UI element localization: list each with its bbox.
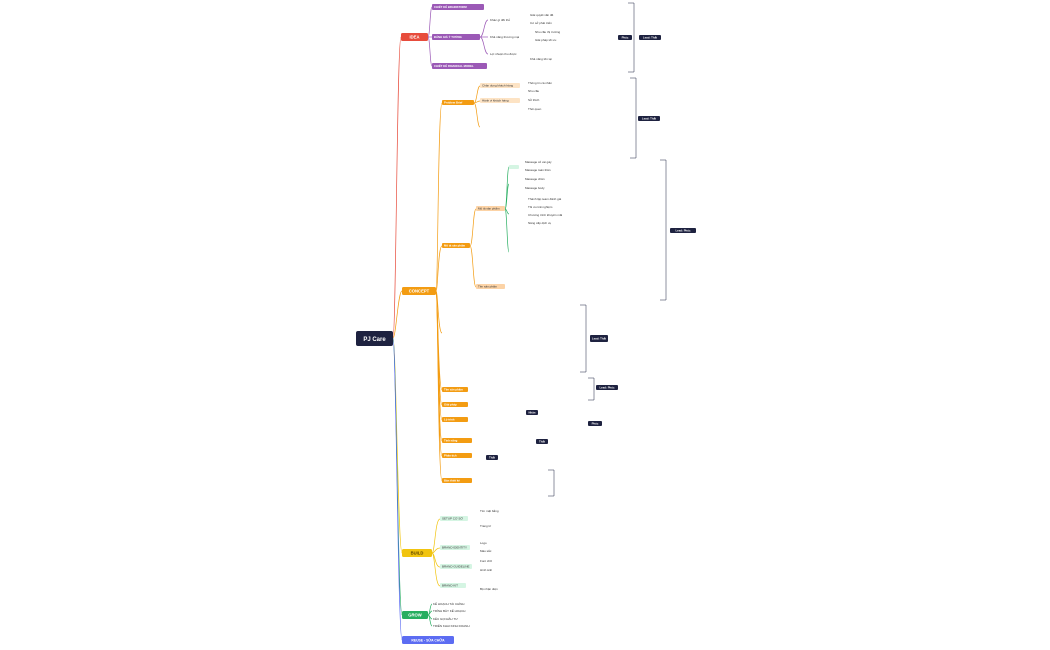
svg-text:Thói quen: Thói quen [528, 107, 542, 111]
svg-text:Bộ nhận diện: Bộ nhận diện [480, 587, 498, 591]
branch-build[interactable]: BUILD [402, 549, 432, 557]
svg-text:BRAND IDENTITY: BRAND IDENTITY [442, 546, 467, 550]
svg-text:Nhân: Nhân [529, 411, 536, 415]
svg-text:Bản thiết kế: Bản thiết kế [444, 479, 460, 483]
svg-text:Chương trình khuyến mãi: Chương trình khuyến mãi [528, 213, 562, 217]
svg-text:Khác gì đối thủ: Khác gì đối thủ [490, 18, 510, 22]
svg-text:Massage body: Massage body [525, 186, 545, 190]
svg-text:TRIỂN KHAI KINH DOANH: TRIỂN KHAI KINH DOANH [433, 623, 470, 628]
svg-text:KÊU GỌI ĐẦU TƯ: KÊU GỌI ĐẦU TƯ [433, 616, 458, 621]
idea-sub-brainstorm[interactable]: CHIẾT KẾ BRAINSTORM [432, 4, 484, 10]
idea-tags: Phúc Lead: Thắt [618, 2, 661, 73]
svg-text:CHIẾT KẾ BRAINSTORM: CHIẾT KẾ BRAINSTORM [434, 4, 467, 9]
svg-text:Lead: Thắt: Lead: Thắt [592, 336, 606, 341]
svg-text:TRÌNH BÀY KẾ HOẠCH: TRÌNH BÀY KẾ HOẠCH [433, 608, 465, 613]
svg-text:SETUP CƠ SỞ: SETUP CƠ SỞ [442, 516, 463, 521]
svg-text:Thông tin cá nhân: Thông tin cá nhân [528, 81, 552, 85]
svg-text:Lead: Phúc: Lead: Phúc [599, 386, 615, 390]
svg-text:Tên sản phẩm: Tên sản phẩm [444, 388, 463, 392]
idea-sub-evaluate[interactable]: ĐÁNH GIÁ Ý TƯỞNG [432, 34, 480, 40]
idea-items: Khác gì đối thủ Giải quyết vấn đề Cơ sở … [490, 13, 560, 61]
svg-text:Thành lập team đánh giá: Thành lập team đánh giá [528, 197, 562, 201]
svg-text:Phân tích: Phân tích [444, 454, 457, 458]
svg-text:Khả năng thương mại: Khả năng thương mại [490, 35, 519, 39]
svg-text:Sở thích: Sở thích [528, 98, 540, 102]
build-subs[interactable]: SETUP CƠ SỞ BRAND IDENTITY BRAND GUIDELI… [440, 516, 472, 588]
branch-concept-label: CONCEPT [409, 289, 430, 294]
svg-text:Problem Brief: Problem Brief [444, 101, 462, 105]
branch-reuse-label: REUSE - SỬA CHỮA [411, 638, 445, 643]
branch-concept[interactable]: CONCEPT [402, 287, 436, 295]
concept-details: Thông tin cá nhân Nhu cầu Sở thích Thói … [509, 81, 562, 225]
svg-text:BRAND GUIDELINE: BRAND GUIDELINE [442, 565, 470, 569]
concept-second-level[interactable]: Chân dung khách hàng Hành vi khách hàng … [476, 83, 520, 289]
svg-text:Tìm mặt bằng: Tìm mặt bằng [480, 508, 499, 513]
branch-idea[interactable]: IDEA [401, 33, 428, 41]
idea-sub-financial[interactable]: CHIẾT KẾ FINANCIAL MODEL [432, 63, 487, 69]
svg-text:Lộ trình: Lộ trình [444, 418, 455, 422]
branch-grow-label: GROW [408, 613, 422, 618]
svg-text:Font chữ: Font chữ [480, 559, 492, 563]
svg-text:Lead: Thắt: Lead: Thắt [642, 116, 656, 121]
svg-text:Tối ưu trải nghiệm: Tối ưu trải nghiệm [528, 205, 553, 209]
grow-items: KẾ HOẠCH TẢI CHÍNH TRÌNH BÀY KẾ HOẠCH KÊ… [433, 601, 470, 628]
svg-text:CHIẾT KẾ FINANCIAL MODEL: CHIẾT KẾ FINANCIAL MODEL [434, 63, 474, 68]
svg-text:Khả năng tồn tại: Khả năng tồn tại [530, 57, 552, 61]
svg-text:Tên sản phẩm: Tên sản phẩm [478, 285, 498, 289]
svg-text:Màu sắc: Màu sắc [480, 548, 492, 553]
svg-text:Giải quyết vấn đề: Giải quyết vấn đề [530, 13, 554, 17]
svg-text:Thắt: Thắt [539, 439, 545, 444]
root-node[interactable]: PJ Care [356, 331, 393, 346]
svg-text:Logo: Logo [480, 541, 487, 545]
svg-text:Trang trí: Trang trí [480, 524, 491, 528]
branch-reuse[interactable]: REUSE - SỬA CHỮA [402, 636, 454, 644]
svg-text:Mô tả sản phẩm: Mô tả sản phẩm [444, 244, 466, 248]
svg-text:Massage toàn thân: Massage toàn thân [525, 168, 551, 172]
svg-text:Thắt: Thắt [489, 455, 495, 460]
svg-text:Nâng cấp dịch vụ: Nâng cấp dịch vụ [528, 221, 552, 225]
branch-build-label: BUILD [411, 551, 424, 556]
branch-grow[interactable]: GROW [402, 611, 428, 619]
svg-text:ĐÁNH GIÁ Ý TƯỞNG: ĐÁNH GIÁ Ý TƯỞNG [434, 34, 462, 39]
svg-text:Phúc: Phúc [622, 36, 629, 40]
svg-text:Giải pháp: Giải pháp [444, 403, 457, 407]
root-label: PJ Care [363, 337, 386, 343]
branch-idea-label: IDEA [409, 35, 419, 40]
svg-text:KẾ HOẠCH TẢI CHÍNH: KẾ HOẠCH TẢI CHÍNH [433, 601, 464, 606]
svg-text:Nhu cầu: Nhu cầu [528, 89, 540, 93]
concept-subs[interactable]: Problem Brief Mô tả sản phẩm Tên sản phẩ… [442, 100, 474, 483]
svg-text:Lợi nhuận thu được: Lợi nhuận thu được [490, 52, 517, 56]
svg-text:Phúc: Phúc [592, 422, 599, 426]
svg-text:Mô tả sản phẩm: Mô tả sản phẩm [478, 207, 500, 211]
svg-text:Tính năng: Tính năng [444, 439, 458, 443]
svg-text:Chân dung khách hàng: Chân dung khách hàng [482, 84, 513, 88]
svg-text:Nhu cầu thị trường: Nhu cầu thị trường [535, 30, 560, 34]
build-items: Tìm mặt bằng Trang trí Logo Màu sắc Font… [480, 508, 499, 591]
svg-text:Cơ sở phát triển: Cơ sở phát triển [530, 21, 552, 25]
svg-text:Massage chân: Massage chân [525, 177, 545, 181]
svg-text:Hình ảnh: Hình ảnh [480, 568, 493, 572]
concept-tags: Lead: Thắt Lead: Phúc Lead: Thắt Lead: P… [486, 77, 696, 497]
svg-text:BRAND KIT: BRAND KIT [442, 584, 458, 588]
svg-text:Massage cổ vai gáy: Massage cổ vai gáy [525, 160, 552, 164]
svg-text:Lead: Thắt: Lead: Thắt [643, 35, 657, 40]
svg-text:Lead: Phúc: Lead: Phúc [675, 229, 691, 233]
svg-text:Giải pháp tối ưu: Giải pháp tối ưu [535, 38, 557, 42]
svg-text:Hành vi khách hàng: Hành vi khách hàng [482, 99, 509, 103]
